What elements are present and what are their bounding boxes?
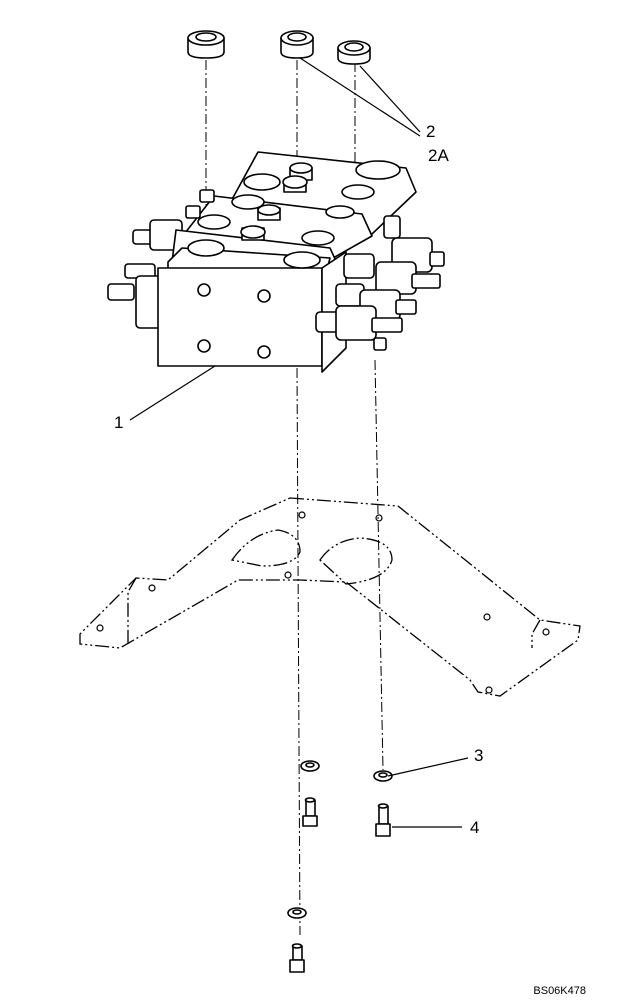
control-valve-body — [107, 151, 445, 373]
bolt-right — [375, 803, 391, 837]
callout-4: 4 — [470, 818, 479, 837]
leader-lines — [129, 57, 469, 828]
washer-left-upper — [300, 760, 320, 772]
bolt-left-lower — [289, 943, 305, 973]
washer-right — [373, 770, 393, 782]
callout-2: 2 — [426, 122, 435, 141]
port-plug-right — [337, 40, 371, 65]
port-plug-left — [187, 30, 225, 59]
callout-3: 3 — [474, 746, 483, 765]
callout-1: 1 — [114, 413, 123, 432]
bolt-left-upper — [302, 797, 318, 827]
mounting-bracket-phantom — [79, 497, 581, 697]
port-plug-middle — [280, 30, 314, 59]
callout-2a: 2A — [428, 146, 449, 165]
washer-left-lower — [287, 907, 307, 919]
drawing-reference-number: BS06K478 — [533, 985, 586, 997]
assembly-centerlines — [205, 60, 384, 936]
